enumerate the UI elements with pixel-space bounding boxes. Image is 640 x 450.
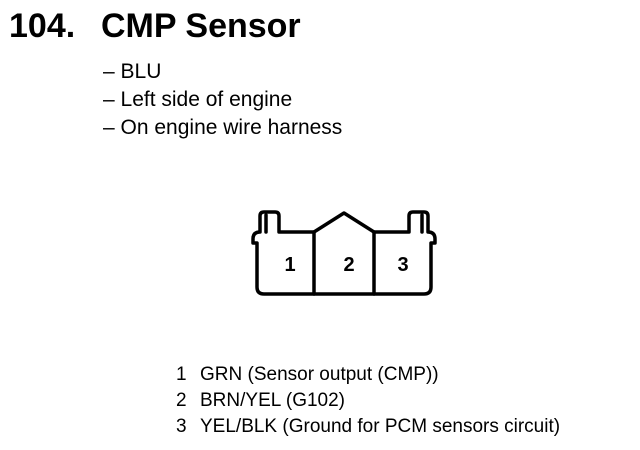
cavity-3-label: 3: [397, 254, 408, 276]
component-name: CMP Sensor: [101, 7, 301, 45]
note-color: – BLU: [103, 60, 162, 83]
pinout-row: 3 YEL/BLK (Ground for PCM sensors circuit…: [176, 414, 560, 440]
connector-diagram: 1 2 3: [251, 210, 437, 296]
pin-number: 1: [176, 364, 187, 385]
pin-number: 2: [176, 390, 187, 411]
pin-description: GRN (Sensor output (CMP)): [200, 364, 439, 385]
pinout-list: 1 GRN (Sensor output (CMP)) 2 BRN/YEL (G10…: [176, 362, 560, 440]
pin-description: BRN/YEL (G102): [200, 390, 346, 411]
connector-outline: [251, 210, 437, 296]
cavity-2-label: 2: [343, 254, 354, 276]
page-title: 104. CMP Sensor: [9, 6, 301, 46]
component-number: 104.: [9, 7, 76, 45]
pin-description: YEL/BLK (Ground for PCM sensors circuit): [200, 416, 561, 437]
pinout-row: 2 BRN/YEL (G102): [176, 388, 560, 414]
cavity-1-label: 1: [284, 254, 295, 276]
pinout-row: 1 GRN (Sensor output (CMP)): [176, 362, 560, 388]
pin-number: 3: [176, 416, 187, 437]
note-harness: – On engine wire harness: [103, 116, 343, 139]
note-location: – Left side of engine: [103, 88, 293, 111]
component-notes: – BLU – Left side of engine – On engine …: [103, 58, 342, 142]
